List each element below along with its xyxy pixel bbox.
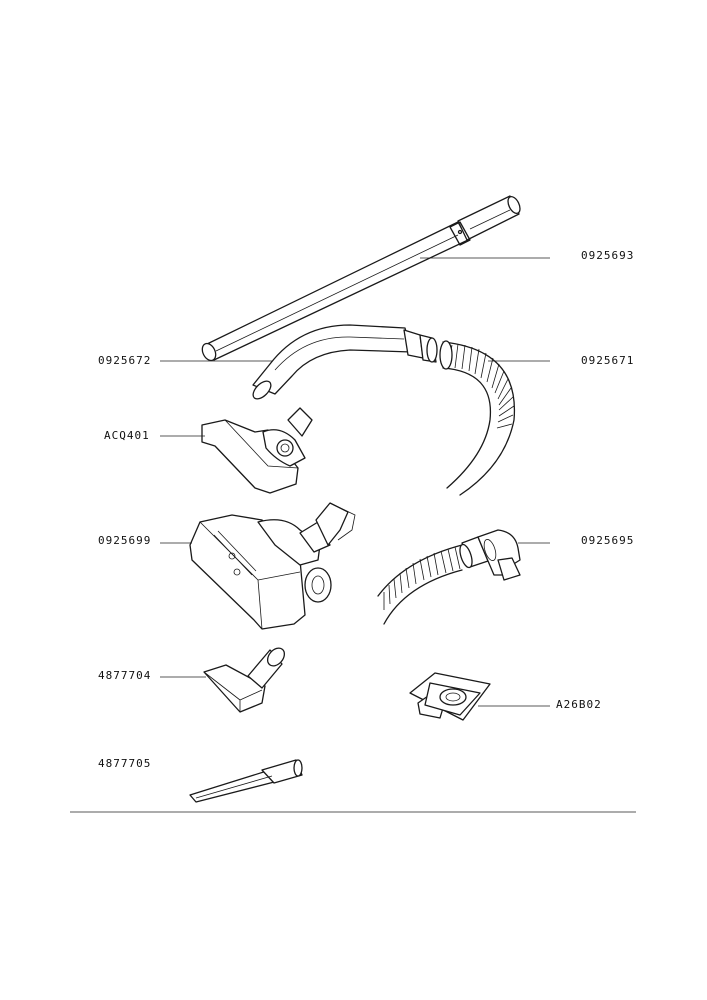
part-label-hose: 0925671: [581, 354, 635, 367]
part-label-large-floor-brush: 0925699: [98, 534, 152, 547]
crevice-tool-drawing: [189, 759, 303, 803]
leader-lines: [70, 257, 636, 813]
dust-bag-drawing: [409, 672, 491, 721]
handle-drawing: [252, 324, 438, 400]
telescopic-tube-drawing: [201, 195, 521, 362]
part-label-small-floor-brush: ACQ401: [104, 429, 150, 442]
part-label-upholstery-nozzle: 4877704: [98, 669, 152, 682]
part-label-hose-elbow: 0925695: [581, 534, 635, 547]
part-label-dust-bag: A26B02: [556, 698, 602, 711]
upholstery-nozzle-drawing: [203, 647, 286, 713]
large-floor-brush-drawing: [189, 502, 356, 630]
part-label-crevice-tool: 4877705: [98, 757, 152, 770]
hose-drawing: [439, 340, 516, 496]
part-label-handle: 0925672: [98, 354, 152, 367]
part-label-tube: 0925693: [581, 249, 635, 262]
small-floor-brush-drawing: [201, 407, 313, 494]
hose-elbow-drawing: [377, 529, 521, 625]
